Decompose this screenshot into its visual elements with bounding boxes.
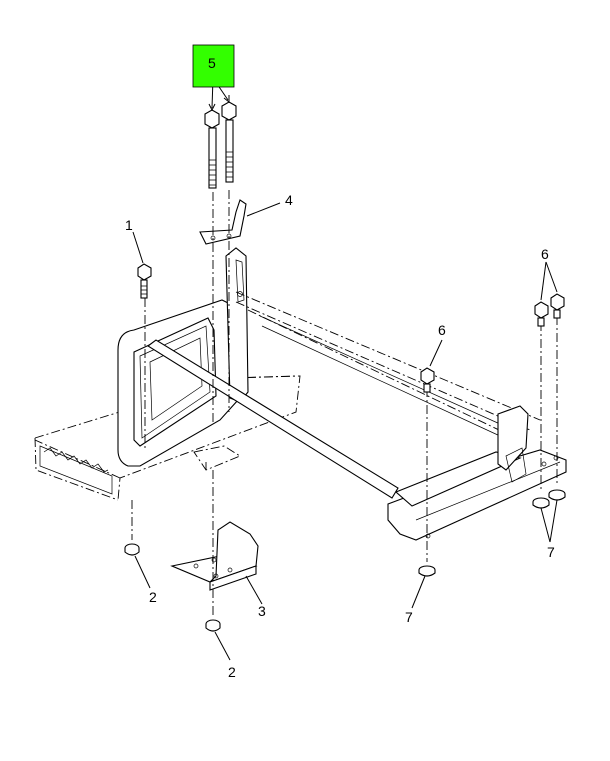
callout-5: 5 <box>208 55 216 71</box>
leader-lines <box>132 77 558 661</box>
right-end-bracket <box>387 405 567 541</box>
callout-1: 1 <box>125 217 133 233</box>
bolt-5-right <box>221 101 237 183</box>
bolt-5-left <box>204 109 220 189</box>
assembly-centerlines <box>131 190 558 618</box>
callout-2-bottom: 2 <box>228 664 236 680</box>
cross-bar <box>147 291 541 499</box>
bolt-6-right-b <box>550 293 565 319</box>
callout-7-center: 7 <box>405 609 413 625</box>
part-3-lower-bracket <box>170 521 259 591</box>
nut-2-bottom <box>205 619 221 632</box>
callout-6-right: 6 <box>541 246 549 262</box>
callout-3: 3 <box>258 603 266 619</box>
callout-2-left: 2 <box>149 589 157 605</box>
nut-2-left <box>124 543 140 556</box>
nut-7-center <box>418 565 436 577</box>
bolt-6-right-a <box>534 301 549 327</box>
nut-7-right-a <box>532 497 550 509</box>
nut-7-right-b <box>548 489 566 501</box>
bolt-6-center <box>420 367 435 393</box>
callout-6-center: 6 <box>438 322 446 338</box>
mount-block <box>193 445 241 471</box>
part-4-angle-bracket <box>199 199 247 245</box>
callout-7-right: 7 <box>547 544 555 560</box>
callout-4: 4 <box>285 192 293 208</box>
left-upright-bracket <box>117 247 249 467</box>
callout-5-highlight <box>192 44 235 88</box>
bolt-1 <box>137 263 152 299</box>
